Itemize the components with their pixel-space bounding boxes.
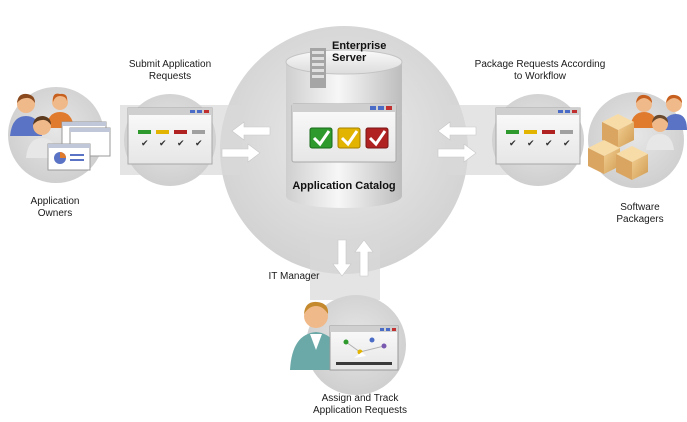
- svg-text:✔: ✔: [159, 138, 167, 148]
- package-requests-window: ✔ ✔ ✔ ✔: [495, 107, 581, 165]
- software-packagers-line1: Software: [620, 202, 660, 213]
- assign-track-label: Assign and Track Application Requests: [290, 393, 430, 417]
- assign-track-line1: Assign and Track: [321, 393, 399, 404]
- check-green-icon: [309, 127, 333, 149]
- submit-requests-label: Submit Application Requests: [110, 59, 230, 83]
- svg-text:✔: ✔: [509, 138, 517, 148]
- it-manager-label: IT Manager: [268, 271, 320, 282]
- svg-text:✔: ✔: [545, 138, 553, 148]
- package-requests-line2: to Workflow: [513, 71, 567, 82]
- server-icon: [310, 48, 326, 88]
- package-requests-label: Package Requests According to Workflow: [460, 59, 620, 83]
- software-packagers-line2: Packagers: [616, 214, 664, 225]
- catalog-title: Application Catalog: [292, 180, 396, 192]
- check-red-icon: [365, 127, 389, 149]
- package-requests-line1: Package Requests According: [474, 59, 606, 70]
- server-label-line2: Server: [332, 52, 367, 64]
- application-owners-line2: Owners: [37, 208, 73, 219]
- arrow-icon: [221, 121, 477, 277]
- submit-requests-window: ✔ ✔ ✔ ✔: [127, 107, 213, 165]
- assign-track-line2: Application Requests: [313, 405, 407, 416]
- software-packagers-label: Software Packagers: [600, 202, 680, 226]
- svg-text:✔: ✔: [527, 138, 535, 148]
- check-yellow-icon: [337, 127, 361, 149]
- svg-text:✔: ✔: [195, 138, 203, 148]
- application-owners-label: Application Owners: [10, 196, 100, 220]
- catalog-window: [291, 103, 397, 163]
- svg-text:✔: ✔: [177, 138, 185, 148]
- server-label: Enterprise Server: [332, 40, 402, 64]
- application-owners-line1: Application: [30, 196, 80, 207]
- manager-icon: [290, 301, 399, 371]
- enterprise-server: [285, 48, 403, 208]
- svg-text:✔: ✔: [563, 138, 571, 148]
- submit-requests-line1: Submit Application: [128, 59, 212, 70]
- people-icon: [10, 93, 111, 171]
- server-label-line1: Enterprise: [332, 40, 387, 52]
- svg-text:✔: ✔: [141, 138, 149, 148]
- submit-requests-line2: Requests: [148, 71, 192, 82]
- package-boxes-icon: [588, 94, 687, 180]
